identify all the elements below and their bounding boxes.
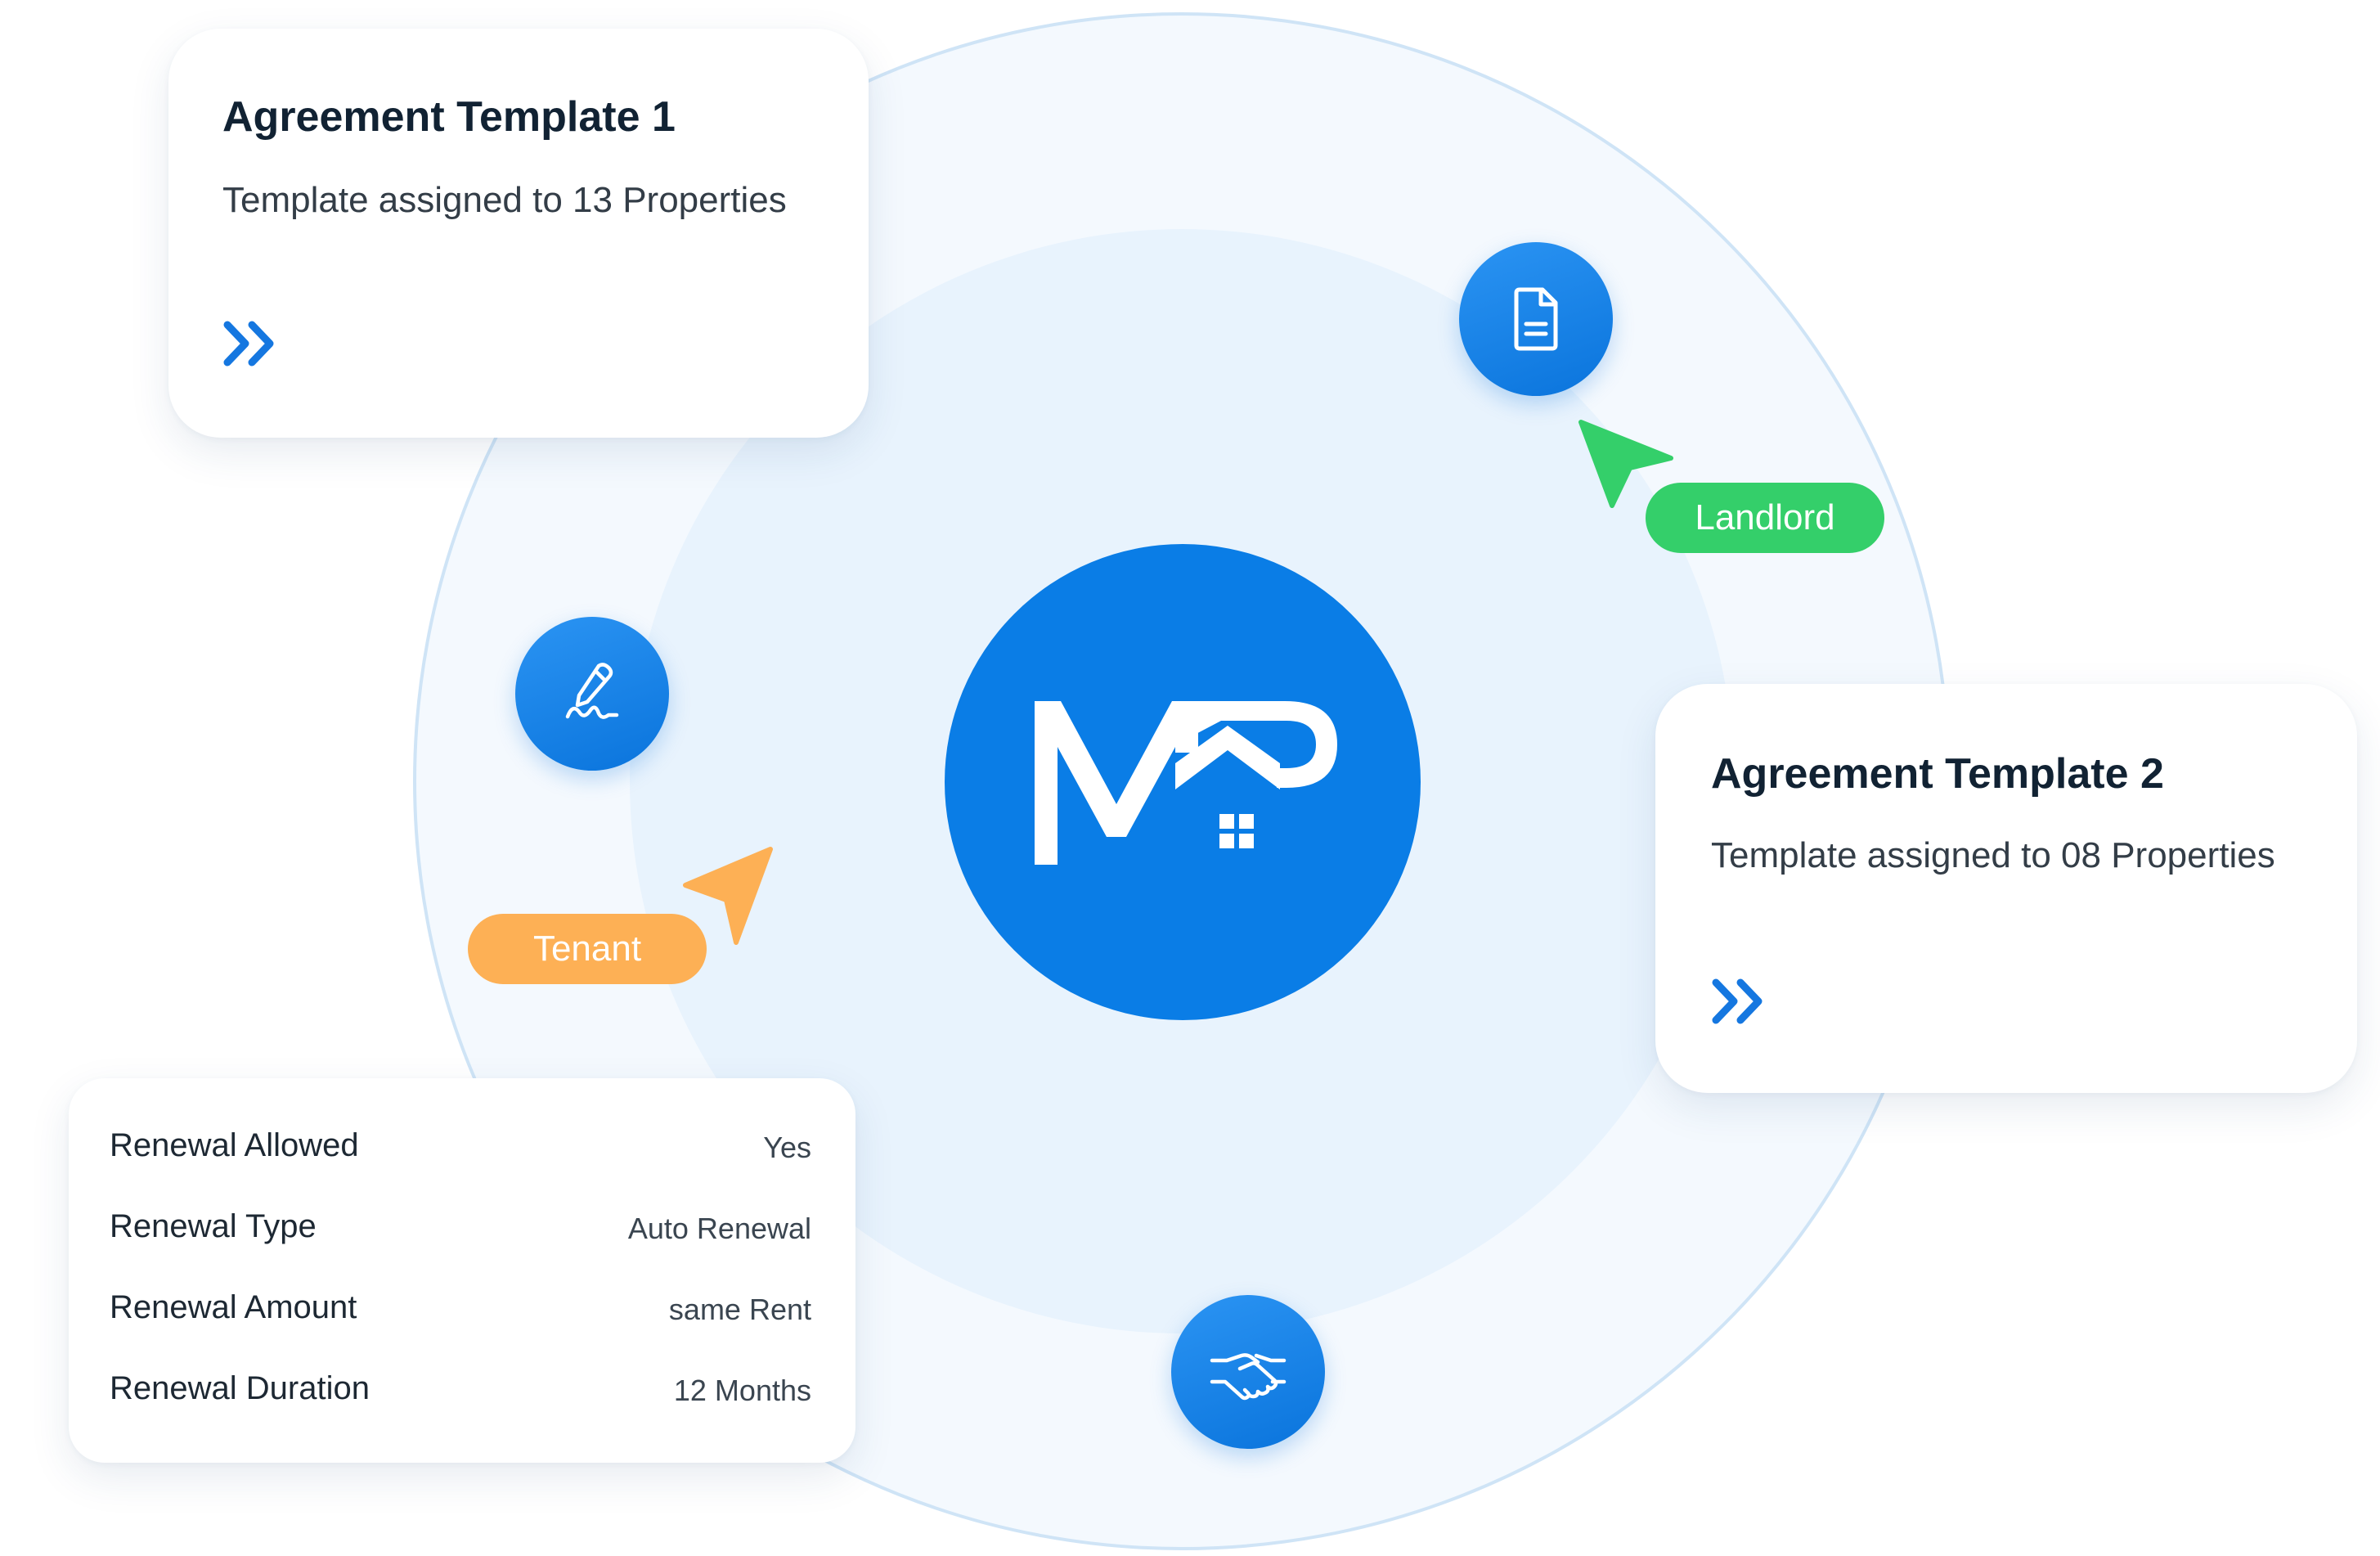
renewal-row: Renewal Amount same Rent (110, 1289, 811, 1338)
template-subtitle: Template assigned to 13 Properties (222, 180, 787, 220)
template-subtitle: Template assigned to 08 Properties (1711, 835, 2275, 875)
mp-house-logo-icon (1035, 701, 1337, 865)
renewal-label: Renewal Duration (110, 1370, 370, 1406)
tenant-badge: Tenant (468, 914, 707, 984)
landlord-badge: Landlord (1646, 483, 1884, 553)
document-icon-button[interactable] (1459, 242, 1613, 396)
tenant-label: Tenant (532, 929, 642, 969)
landlord-label: Landlord (1695, 497, 1835, 537)
brand-logo (945, 544, 1421, 1020)
agreement-template-card-1[interactable]: Agreement Template 1 Template assigned t… (168, 29, 869, 438)
renewal-label: Renewal Allowed (110, 1127, 359, 1163)
template-title: Agreement Template 1 (222, 93, 676, 141)
template-title: Agreement Template 2 (1711, 750, 2164, 798)
renewal-row: Renewal Allowed Yes (110, 1127, 811, 1176)
double-chevron-right-icon[interactable] (222, 318, 278, 369)
renewal-details-card: Renewal Allowed Yes Renewal Type Auto Re… (69, 1078, 855, 1463)
renewal-row: Renewal Type Auto Renewal (110, 1208, 811, 1257)
renewal-label: Renewal Type (110, 1208, 317, 1244)
signature-icon-button[interactable] (515, 617, 669, 771)
renewal-label: Renewal Amount (110, 1289, 357, 1325)
renewal-value: Yes (763, 1131, 811, 1164)
landlord-cursor-icon (1578, 420, 1673, 508)
handshake-icon-button[interactable] (1171, 1295, 1325, 1449)
tenant-cursor-icon (683, 847, 773, 945)
renewal-value: same Rent (668, 1293, 811, 1326)
signature-pen-icon (565, 663, 619, 719)
agreement-template-card-2[interactable]: Agreement Template 2 Template assigned t… (1655, 684, 2357, 1093)
document-icon (1514, 287, 1558, 351)
renewal-value: Auto Renewal (627, 1212, 811, 1245)
double-chevron-right-icon[interactable] (1711, 976, 1767, 1027)
renewal-row: Renewal Duration 12 Months (110, 1370, 811, 1419)
renewal-value: 12 Months (673, 1374, 811, 1407)
handshake-icon (1210, 1353, 1287, 1401)
